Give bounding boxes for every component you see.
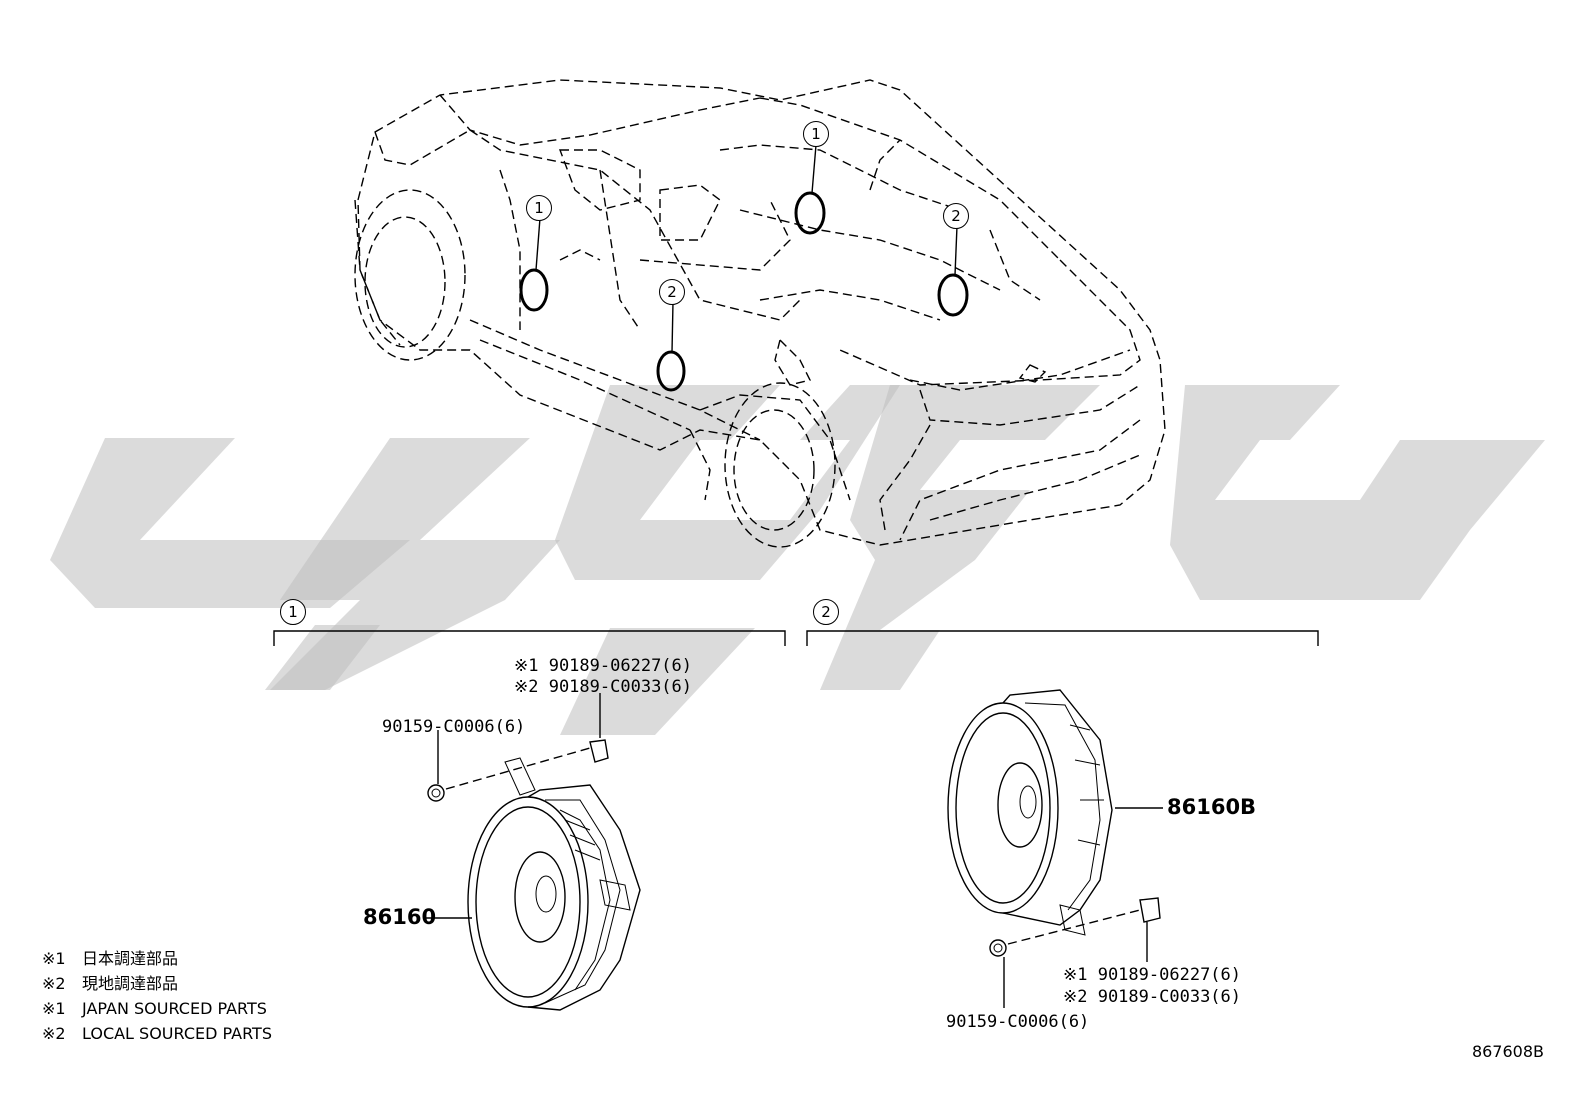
note-row: ※2 現地調達部品 (42, 971, 272, 996)
watermark-logo (50, 385, 1545, 735)
note-text: JAPAN SOURCED PARTS (82, 999, 267, 1018)
group2-nut-japan-label: ※1 90189-06227(6) (1063, 965, 1242, 985)
rear-left-speaker-marker (656, 350, 686, 392)
note-mark: ※1 (42, 949, 66, 968)
note-row: ※2 LOCAL SOURCED PARTS (42, 1021, 272, 1046)
group-1-marker: 1 (280, 599, 306, 625)
group-brackets (273, 630, 1319, 646)
group1-nut-local-label: ※2 90189-C0033(6) (514, 677, 693, 697)
front-right-speaker-marker (794, 191, 826, 235)
note-mark: ※2 (42, 1024, 66, 1043)
note-text: 現地調達部品 (82, 974, 179, 993)
front-speaker-drawing (425, 693, 641, 1011)
front-speaker-part-number: 86160 (363, 905, 437, 929)
note-row: ※1 日本調達部品 (42, 946, 272, 971)
group2-nut-local-label: ※2 90189-C0033(6) (1063, 987, 1242, 1007)
callout-2-rear-right: 2 (943, 203, 969, 229)
vehicle-outline (354, 79, 1166, 548)
group2-bolt-label: 90159-C0006(6) (946, 1012, 1090, 1032)
rear-speaker-part-number: 86160B (1167, 795, 1257, 819)
group1-nut-japan-label: ※1 90189-06227(6) (514, 656, 693, 676)
note-mark: ※2 (42, 974, 66, 993)
front-left-speaker-marker (519, 268, 549, 312)
rear-speaker-drawing (947, 689, 1163, 1008)
note-mark: ※1 (42, 999, 66, 1018)
callout-1-front-right: 1 (803, 121, 829, 147)
callout-1-front-left: 1 (526, 195, 552, 221)
note-text: 日本調達部品 (82, 949, 179, 968)
group-2-marker: 2 (813, 599, 839, 625)
rear-right-speaker-marker (937, 273, 969, 317)
note-row: ※1 JAPAN SOURCED PARTS (42, 996, 272, 1021)
speaker-location-markers (519, 144, 969, 392)
note-text: LOCAL SOURCED PARTS (82, 1024, 272, 1043)
callout-2-rear-left: 2 (659, 279, 685, 305)
group1-bolt-label: 90159-C0006(6) (382, 717, 526, 737)
diagram-reference-number: 867608B (1471, 1042, 1544, 1061)
